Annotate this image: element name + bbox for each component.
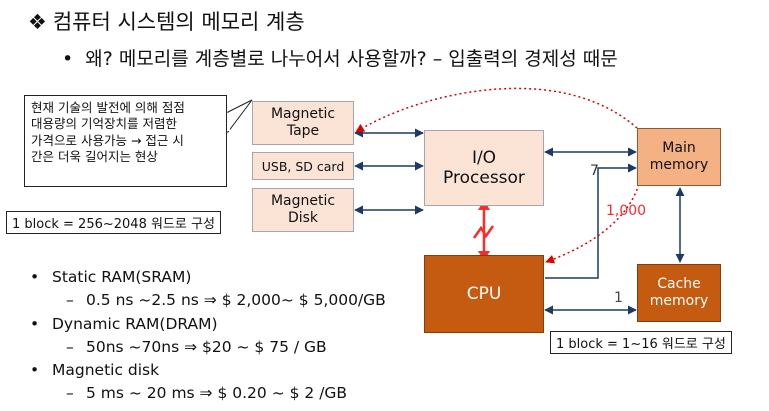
io-processor-box: I/O Processor: [424, 130, 544, 206]
spec-name: Magnetic disk: [52, 361, 160, 379]
note-callout-mask: [226, 113, 230, 131]
main-to-cpu-dotted-curve: [545, 134, 643, 264]
note-line: 대용량의 기억장치를 저렴한: [31, 116, 177, 132]
note-callout-pointer: [227, 99, 253, 134]
spec-detail: 0.5 ns ~2.5 ns ⇒ $ 2,000~ $ 5,000/GB: [86, 291, 386, 310]
list-item: •Magnetic disk: [30, 361, 160, 379]
io-processor-label: I/O Processor: [443, 147, 525, 188]
cpu-main-arrow: [545, 163, 637, 279]
magnetic-tape-box: Magnetic Tape: [252, 101, 354, 145]
list-item: •Static RAM(SRAM): [30, 268, 192, 286]
note-line: 간은 더욱 길어지는 현상: [31, 148, 158, 164]
spec-name: Static RAM(SRAM): [52, 268, 192, 286]
note-line: 현재 기술의 발전에 의해 점점: [31, 100, 185, 115]
spec-name: Dynamic RAM(DRAM): [52, 314, 218, 333]
list-item: –50ns ~70ns ⇒ $20 ~ $ 75 / GB: [66, 337, 327, 356]
spec-detail: 50ns ~70ns ⇒ $20 ~ $ 75 / GB: [86, 337, 327, 356]
main-memory-label: Main memory: [649, 140, 709, 173]
list-item: •Dynamic RAM(DRAM): [30, 314, 218, 333]
cache-block-label: 1 block = 1~16 워드로 구성: [550, 331, 732, 354]
tech-trend-note: 현재 기술의 발전에 의해 점점 대용량의 기억장치를 저렴한 가격으로 사용가…: [24, 95, 227, 187]
io-cpu-zigzag: [472, 225, 495, 239]
label-1: 1: [614, 290, 623, 306]
disk-block-label: 1 block = 256~2048 워드로 구성: [6, 211, 221, 234]
list-item: –0.5 ns ~2.5 ns ⇒ $ 2,000~ $ 5,000/GB: [66, 291, 386, 310]
main-memory-box: Main memory: [637, 128, 721, 186]
label-1000: 1,000: [606, 203, 646, 219]
memory-spec-list: •Static RAM(SRAM) –0.5 ns ~2.5 ns ⇒ $ 2,…: [30, 266, 386, 406]
cpu-box: CPU: [424, 255, 544, 333]
subtitle-bullet: •: [62, 48, 74, 70]
note-line: 가격으로 사용가능 → 접근 시: [31, 132, 184, 148]
diamond-bullet-icon: ❖: [28, 10, 47, 34]
magnetic-disk-label: Magnetic Disk: [270, 193, 336, 226]
slide-subtitle: • 왜? 메모리를 계층별로 나누어서 사용할까? – 입출력의 경제성 때문: [62, 44, 618, 71]
magnetic-disk-box: Magnetic Disk: [252, 188, 354, 232]
label-7: 7: [590, 163, 599, 179]
title-text: 컴퓨터 시스템의 메모리 계층: [52, 10, 305, 34]
usb-sd-label: USB, SD card: [261, 158, 345, 174]
slide-title: ❖컴퓨터 시스템의 메모리 계층: [28, 6, 305, 36]
cache-memory-box: Cache memory: [637, 264, 721, 322]
cache-memory-label: Cache memory: [649, 276, 709, 309]
spec-detail: 5 ms ~ 20 ms ⇒ $ 0.20 ~ $ 2 /GB: [86, 384, 348, 403]
usb-sd-box: USB, SD card: [252, 152, 354, 180]
cpu-label: CPU: [466, 283, 502, 304]
subtitle-text: 왜? 메모리를 계층별로 나누어서 사용할까? – 입출력의 경제성 때문: [85, 48, 618, 70]
list-item: –5 ms ~ 20 ms ⇒ $ 0.20 ~ $ 2 /GB: [66, 384, 348, 403]
main-to-tape-dotted-curve: [355, 87, 638, 133]
magnetic-tape-label: Magnetic Tape: [270, 106, 336, 139]
